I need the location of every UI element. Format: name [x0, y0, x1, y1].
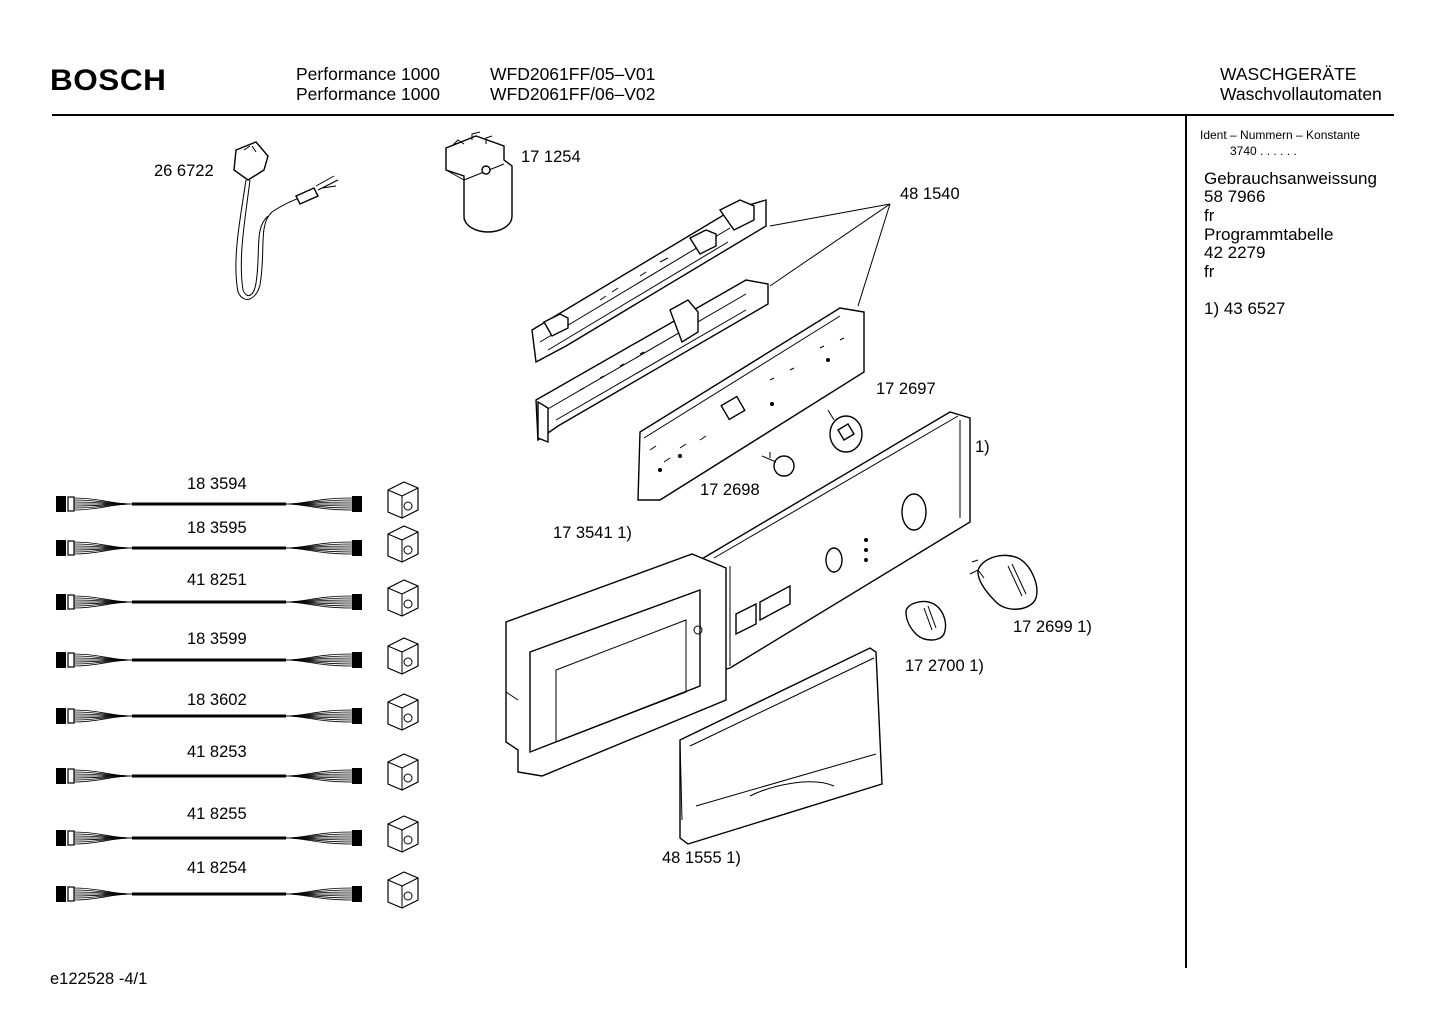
- cable-component-sketch: [387, 815, 419, 853]
- knob-spindle-small-drawing: [761, 452, 795, 477]
- cable-label: 41 8253: [187, 743, 247, 761]
- control-module-upper-drawing: [531, 199, 767, 364]
- footnote-reference: 1) 43 6527: [1204, 299, 1286, 318]
- cable-label: 18 3595: [187, 519, 247, 537]
- cable-harness: [56, 871, 419, 909]
- cable-harness: [56, 815, 419, 853]
- program-table-number: 42 2279: [1204, 243, 1266, 262]
- variant-line-1: WFD2061FF/05–V01: [490, 64, 656, 84]
- label-knob-spindle-large: 17 2697: [876, 380, 936, 398]
- knob-spindle-large-drawing: [827, 409, 863, 453]
- cable-component-sketch: [387, 579, 419, 617]
- label-control-module: 48 1540: [900, 185, 960, 203]
- label-power-cord: 26 6722: [154, 162, 214, 180]
- cable-label: 41 8254: [187, 859, 247, 877]
- label-knob-spindle-small: 17 2698: [700, 481, 760, 499]
- knob-small-drawing: [905, 600, 947, 641]
- cable-harness: [56, 753, 419, 791]
- cable-label: 41 8255: [187, 805, 247, 823]
- cable-label: 41 8251: [187, 571, 247, 589]
- sidebar-divider: [1185, 116, 1187, 968]
- document-id: e122528 -4/1: [50, 970, 148, 988]
- cable-component-sketch: [387, 481, 419, 519]
- label-fascia-footnote: 1): [975, 438, 990, 456]
- cable-label: 18 3599: [187, 630, 247, 648]
- program-table-label: Programmtabelle: [1204, 225, 1334, 244]
- cable-component-sketch: [387, 753, 419, 791]
- drawer-frame-drawing: [505, 553, 727, 777]
- cable-component-sketch: [387, 693, 419, 731]
- drawer-handle-drawing: [679, 647, 883, 845]
- cable-harness: [56, 525, 419, 563]
- control-module-tray-drawing: [535, 279, 769, 444]
- ident-value: 3740 . . . . . .: [1230, 144, 1297, 158]
- cable-harness: [56, 693, 419, 731]
- cable-harness: [56, 637, 419, 675]
- control-module-pcb-drawing: [637, 307, 865, 501]
- program-table-language: fr: [1204, 262, 1215, 281]
- label-drawer-handle: 48 1555 1): [662, 849, 741, 867]
- label-fascia-panel: 17 3541 1): [553, 524, 632, 542]
- label-knob-large: 17 2699 1): [1013, 618, 1092, 636]
- cable-component-sketch: [387, 871, 419, 909]
- cable-harness: [56, 481, 419, 519]
- label-knob-small: 17 2700 1): [905, 657, 984, 675]
- knob-large-drawing: [969, 554, 1038, 610]
- cable-label: 18 3594: [187, 475, 247, 493]
- manual-language: fr: [1204, 206, 1215, 225]
- cable-component-sketch: [387, 525, 419, 563]
- variant-line-2: WFD2061FF/06–V02: [490, 84, 656, 104]
- cable-component-sketch: [387, 637, 419, 675]
- label-suppressor: 17 1254: [521, 148, 581, 166]
- power-cord-drawing: [233, 141, 339, 300]
- control-module-leaders: [769, 203, 891, 307]
- header-divider: [52, 114, 1394, 116]
- brand-logo: BOSCH: [50, 64, 167, 97]
- model-line-1: Performance 1000: [296, 64, 440, 84]
- cable-harness: [56, 579, 419, 617]
- model-line-2: Performance 1000: [296, 84, 440, 104]
- cable-harness-group: [56, 481, 419, 909]
- cable-label: 18 3602: [187, 691, 247, 709]
- ident-title: Ident – Nummern – Konstante: [1200, 128, 1361, 142]
- manual-number: 58 7966: [1204, 187, 1266, 206]
- manual-label: Gebrauchsanweissung: [1204, 169, 1377, 188]
- category-line-1: WASCHGERÄTE: [1220, 64, 1357, 84]
- suppressor-drawing: [445, 131, 513, 233]
- category-line-2: Waschvollautomaten: [1220, 84, 1382, 104]
